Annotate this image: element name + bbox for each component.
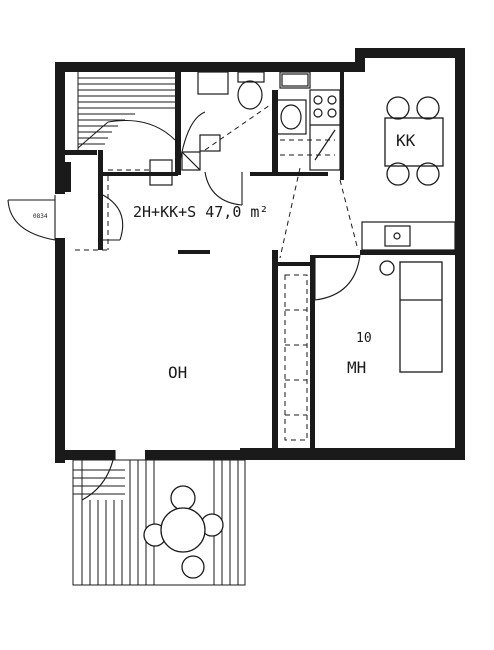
apartment-summary: 2H+KK+S 47,0 m² bbox=[133, 203, 269, 221]
wc-bowl bbox=[237, 80, 263, 110]
bedroom-furniture bbox=[379, 260, 443, 373]
living-room-label: OH bbox=[168, 363, 188, 382]
kitchen-label: KK bbox=[396, 131, 416, 150]
door-code-label: 0834 bbox=[33, 213, 48, 220]
stair-hatching bbox=[77, 72, 176, 150]
dashed-lines bbox=[75, 104, 359, 441]
bathroom-fixtures bbox=[149, 71, 311, 186]
balcony-table bbox=[143, 485, 224, 579]
interior-walls bbox=[65, 70, 455, 448]
exterior-walls bbox=[55, 48, 465, 463]
door-swings bbox=[7, 111, 361, 501]
sink bbox=[280, 104, 302, 130]
kitchen-counter bbox=[309, 89, 456, 251]
bedroom-label: MH bbox=[347, 358, 367, 377]
windows bbox=[58, 100, 465, 459]
threshold-mark bbox=[178, 250, 210, 254]
bedroom-area-label: 10 bbox=[356, 331, 372, 346]
kitchen-table bbox=[384, 96, 444, 186]
